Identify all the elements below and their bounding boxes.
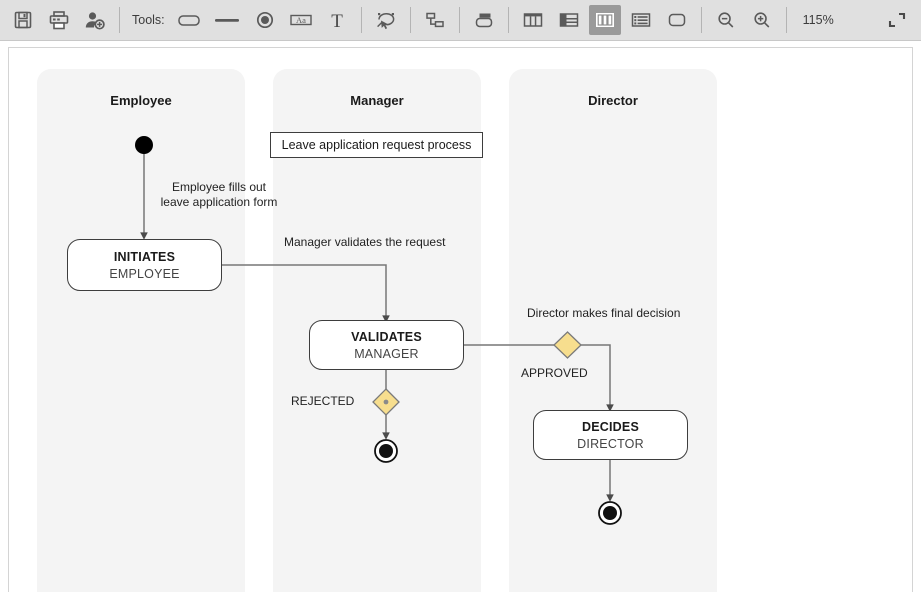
tools-label: Tools: xyxy=(132,13,165,27)
toolbar-divider-4 xyxy=(458,7,460,33)
toolbar-divider-6 xyxy=(700,7,702,33)
diagram-title-box[interactable]: Leave application request process xyxy=(270,132,483,158)
svg-text:T: T xyxy=(331,11,343,30)
node-decides-subtitle: DIRECTOR xyxy=(577,436,644,451)
edge-label-initiates-to-validates: Manager validates the request xyxy=(284,235,446,249)
toolbar-divider-3 xyxy=(409,7,411,33)
start-node xyxy=(135,136,153,154)
toolbar: Tools: Aa T xyxy=(0,0,921,41)
columns-layout-icon[interactable] xyxy=(517,5,549,35)
svg-text:Aa: Aa xyxy=(296,15,306,25)
swimlane-title-director: Director xyxy=(588,93,638,108)
toolbar-divider-2 xyxy=(360,7,362,33)
diagram-title-text: Leave application request process xyxy=(281,138,472,152)
zoom-level-label: 115% xyxy=(802,13,834,27)
end-node-rejected xyxy=(374,439,398,463)
rounded-rect-tool-icon[interactable] xyxy=(173,5,205,35)
circle-tool-icon[interactable] xyxy=(249,5,281,35)
hierarchy-layout-icon[interactable] xyxy=(419,5,451,35)
list-layout-icon[interactable] xyxy=(625,5,657,35)
node-decides[interactable]: DECIDES DIRECTOR xyxy=(533,410,688,460)
connector-layer xyxy=(135,136,622,525)
toolbar-divider-7 xyxy=(785,7,787,33)
node-validates[interactable]: VALIDATES MANAGER xyxy=(309,320,464,370)
print-icon[interactable] xyxy=(43,5,75,35)
edge-label-start-to-initiates: Employee fills out leave application for… xyxy=(160,180,278,209)
group-shape-icon[interactable] xyxy=(468,5,500,35)
node-validates-subtitle: MANAGER xyxy=(354,346,419,361)
edge-label-approved: APPROVED xyxy=(521,366,588,380)
edge-label-rejected: REJECTED xyxy=(291,394,355,408)
swimlane-layout-icon[interactable] xyxy=(588,5,621,35)
diagram-canvas[interactable]: Employee Manager Director xyxy=(8,47,913,592)
add-user-icon[interactable] xyxy=(79,5,111,35)
swimlane-title-manager: Manager xyxy=(350,93,404,108)
end-node-approved xyxy=(598,501,622,525)
edge-label-validates-to-decides: Director makes final decision xyxy=(527,306,681,320)
swimlane-employee[interactable] xyxy=(37,69,245,592)
lasso-select-icon[interactable] xyxy=(370,5,402,35)
blank-shape-icon[interactable] xyxy=(661,5,693,35)
toolbar-divider-1 xyxy=(119,7,120,33)
edge-initiates-to-validates xyxy=(222,264,390,323)
fullscreen-icon[interactable] xyxy=(881,5,913,35)
node-initiates[interactable]: INITIATES EMPLOYEE xyxy=(67,239,222,291)
save-icon[interactable] xyxy=(7,5,39,35)
decision-diamond-approved xyxy=(553,331,582,359)
line-tool-icon[interactable] xyxy=(209,5,245,35)
label-tool-icon[interactable]: Aa xyxy=(285,5,317,35)
rows-layout-icon[interactable] xyxy=(553,5,585,35)
decision-diamond-rejected xyxy=(372,388,400,416)
toolbar-divider-5 xyxy=(507,7,509,33)
node-initiates-subtitle: EMPLOYEE xyxy=(109,266,180,281)
edge-approved-to-decides xyxy=(581,344,614,412)
text-tool-icon[interactable]: T xyxy=(321,5,353,35)
zoom-out-icon[interactable] xyxy=(710,5,742,35)
node-decides-title: DECIDES xyxy=(582,419,639,434)
node-initiates-title: INITIATES xyxy=(113,249,176,264)
zoom-in-icon[interactable] xyxy=(746,5,778,35)
node-validates-title: VALIDATES xyxy=(351,329,422,344)
swimlane-title-employee: Employee xyxy=(110,93,172,108)
